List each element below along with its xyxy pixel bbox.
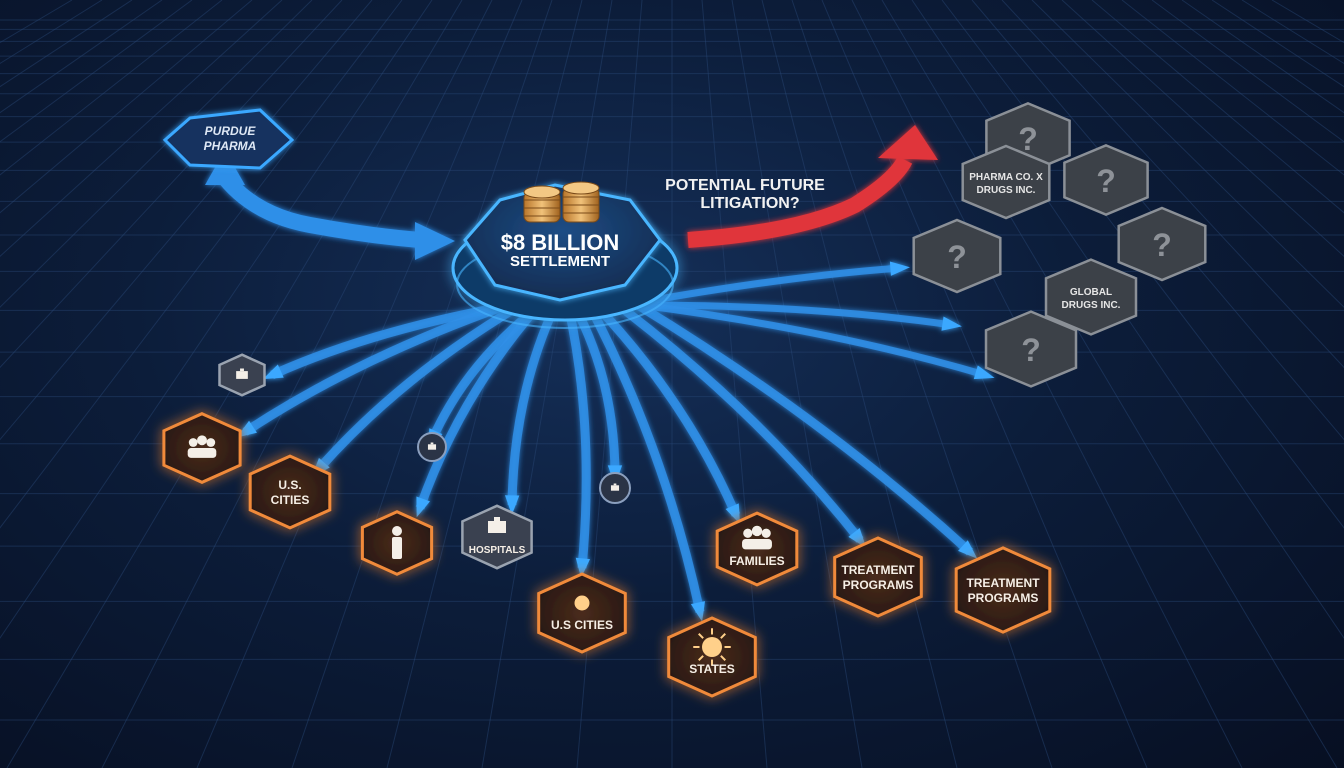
question-mark: ?	[1018, 121, 1038, 157]
company-name-line1: GLOBAL	[1070, 287, 1112, 298]
unknown-companies: ? PHARMA CO. X DRUGS INC.??? GLOBAL DRUGS IN…	[912, 102, 1207, 388]
people-icon	[187, 435, 217, 458]
family-icon	[742, 525, 772, 550]
recipient-node: HOSPITALS	[461, 504, 533, 570]
recipient-node: STATES	[667, 616, 757, 698]
recipient-label: U.S CITIES	[551, 618, 613, 632]
company-name-line1: PHARMA CO. X	[969, 172, 1043, 183]
recipient-node	[162, 412, 242, 484]
recipient-node	[599, 472, 631, 504]
hands-icon	[236, 368, 248, 379]
unknown-company-node: PHARMA CO. X DRUGS INC.	[961, 144, 1051, 220]
recipient-label: STATES	[689, 662, 735, 676]
purdue-pharma-node: PURDUE PHARMA	[162, 108, 295, 170]
flow-arrow	[624, 261, 910, 309]
flow-arrow	[640, 301, 995, 380]
flow-arrow	[585, 302, 705, 622]
recipient-nodes: U.S.CITIES HOSPITALS U.S CITIES STATES FAMIL…	[162, 353, 1052, 698]
lightbulb-icon	[574, 595, 590, 611]
purdue-label-line2: PHARMA	[204, 139, 257, 153]
recipient-label: HOSPITALS	[469, 545, 526, 556]
unknown-company-node: ?	[1063, 144, 1149, 216]
question-mark: ?	[1152, 227, 1172, 263]
recipient-label: FAMILIES	[729, 554, 784, 568]
unknown-company-node: ?	[1117, 206, 1207, 282]
question-mark: ?	[1096, 163, 1116, 199]
purdue-label-line1: PURDUE	[205, 124, 257, 138]
hospital-icon	[488, 517, 506, 533]
settlement-hub: $8 BILLION SETTLEMENT	[451, 181, 679, 329]
company-name-line2: DRUGS INC.	[977, 185, 1036, 196]
recipient-node	[218, 353, 266, 397]
unknown-company-node: ?	[984, 310, 1078, 388]
question-mark: ?	[947, 239, 967, 275]
future-litigation-label-line2: LITIGATION?	[700, 195, 799, 212]
recipient-label: PROGRAMS	[843, 578, 914, 592]
flow-arrow	[236, 300, 509, 438]
future-litigation-label-line1: POTENTIAL FUTURE	[665, 177, 825, 194]
unknown-company-node: GLOBAL DRUGS INC.	[1044, 258, 1138, 336]
recipient-label: TREATMENT	[841, 563, 915, 577]
recipient-node: U.S CITIES	[537, 572, 627, 654]
recipient-node	[360, 510, 434, 576]
recipient-node	[417, 432, 447, 462]
building-icon	[427, 442, 437, 450]
flow-arrow	[415, 302, 543, 518]
flow-arrow	[635, 301, 978, 559]
sun-icon	[693, 628, 731, 666]
coin-stacks-icon	[523, 181, 600, 223]
recipient-node: FAMILIES	[715, 511, 799, 587]
recipient-label: U.S.	[278, 478, 301, 492]
recipient-label: TREATMENT	[966, 576, 1040, 590]
flow-arrow	[311, 301, 523, 478]
recipient-label: CITIES	[271, 493, 310, 507]
unknown-company-node: ?	[912, 218, 1002, 294]
person-icon	[392, 526, 402, 559]
recipient-label: PROGRAMS	[968, 591, 1039, 605]
settlement-subtitle: SETTLEMENT	[510, 253, 610, 270]
flow-arrow	[634, 301, 962, 331]
flow-arrow	[563, 304, 591, 578]
flow-arrow	[592, 301, 741, 525]
future-litigation-arrow	[687, 125, 938, 248]
distribution-arrows	[236, 261, 995, 622]
settlement-title: $8 BILLION	[501, 230, 620, 255]
question-mark: ?	[1021, 332, 1041, 368]
building-icon	[610, 483, 620, 491]
flow-arrow	[615, 301, 867, 548]
company-name-line2: DRUGS INC.	[1062, 300, 1121, 311]
recipient-node: U.S.CITIES	[248, 454, 332, 530]
